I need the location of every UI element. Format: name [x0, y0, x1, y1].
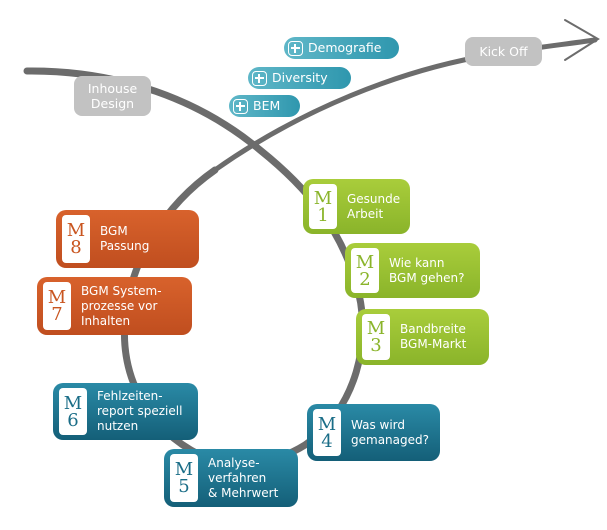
module-m2[interactable]: M 2 Wie kann BGM gehen?: [345, 243, 480, 298]
module-text: Analyse- verfahren & Mehrwert: [208, 455, 279, 500]
module-letter: M: [366, 318, 386, 339]
module-letter: M: [47, 287, 67, 308]
module-m3[interactable]: M 3 Bandbreite BGM-Markt: [356, 309, 489, 365]
module-text: Fehlzeiten- report speziell nutzen: [97, 389, 183, 433]
module-m7[interactable]: M 7 BGM System- prozesse vor Inhalten: [37, 277, 192, 335]
path-stroke-to-kickoff: [212, 37, 598, 173]
module-badge: M 2: [351, 248, 379, 293]
module-letter: M: [63, 392, 83, 414]
module-letter: M: [174, 459, 194, 480]
addon-bem[interactable]: BEM: [229, 95, 300, 117]
module-m8[interactable]: M 8 BGM Passung: [56, 210, 199, 268]
module-letter: M: [317, 413, 337, 435]
addon-demografie[interactable]: Demografie: [284, 37, 399, 59]
module-badge: M 4: [313, 409, 341, 456]
module-badge: M 6: [59, 388, 87, 435]
module-number: 8: [70, 237, 82, 258]
module-m6[interactable]: M 6 Fehlzeiten- report speziell nutzen: [53, 383, 198, 440]
module-letter: M: [313, 187, 333, 209]
module-m4[interactable]: M 4 Was wird gemanaged?: [307, 404, 440, 461]
kick-off-label: Kick Off: [479, 44, 528, 59]
kick-off-box[interactable]: Kick Off: [465, 37, 542, 66]
module-number: 5: [178, 476, 190, 497]
module-m5[interactable]: M 5 Analyse- verfahren & Mehrwert: [164, 449, 298, 507]
module-letter: M: [355, 251, 375, 273]
module-text: BGM System- prozesse vor Inhalten: [81, 283, 162, 328]
module-text: Bandbreite BGM-Markt: [400, 322, 467, 351]
addon-label: Demografie: [308, 40, 382, 55]
module-m1[interactable]: M 1 Gesunde Arbeit: [303, 179, 410, 234]
module-badge: M 5: [170, 454, 198, 502]
module-text: Was wird gemanaged?: [351, 417, 429, 447]
module-badge: M 3: [362, 314, 390, 360]
module-badge: M 8: [62, 215, 90, 263]
module-number: 1: [317, 204, 329, 226]
module-badge: M 7: [43, 282, 71, 330]
addon-label: BEM: [253, 98, 281, 113]
plus-icon: [233, 98, 248, 114]
plus-icon: [288, 40, 303, 56]
module-number: 3: [370, 335, 382, 356]
arrow-head-icon: [564, 19, 600, 61]
module-text: Gesunde Arbeit: [347, 191, 401, 221]
module-number: 4: [321, 430, 333, 452]
module-number: 6: [67, 409, 79, 431]
addon-diversity[interactable]: Diversity: [248, 67, 351, 89]
module-letter: M: [66, 220, 86, 241]
module-text: BGM Passung: [100, 224, 150, 253]
inhouse-design-label: Inhouse Design: [87, 81, 138, 111]
module-number: 2: [359, 268, 371, 290]
module-badge: M 1: [309, 184, 337, 229]
addon-label: Diversity: [272, 70, 328, 85]
module-number: 7: [51, 304, 63, 325]
plus-icon: [252, 70, 267, 86]
inhouse-design-box[interactable]: Inhouse Design: [74, 76, 151, 116]
module-text: Wie kann BGM gehen?: [389, 255, 465, 285]
